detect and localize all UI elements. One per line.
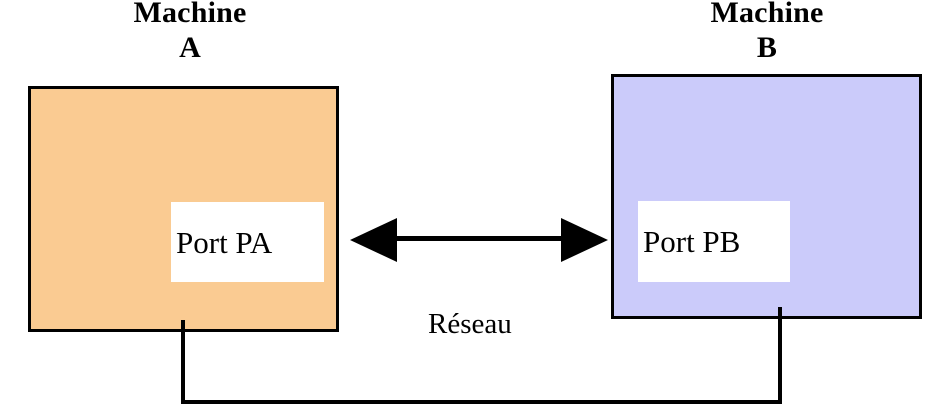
network-label: Réseau [428, 308, 512, 340]
machine-b-title-line2: B [756, 31, 778, 64]
bus-line-horizontal [181, 400, 782, 404]
port-pa-plaque: Port PA [171, 202, 324, 282]
machine-a-title-line1: Machine [133, 0, 247, 29]
machine-a-title-line2: A [179, 31, 201, 64]
double-headed-horizontal-arrow-icon [350, 218, 608, 262]
bus-line-right-vertical [778, 307, 782, 404]
port-pb-plaque: Port PB [638, 201, 790, 282]
port-pa-label: Port PA [176, 224, 273, 260]
machine-b-title-line1: Machine [710, 0, 824, 29]
bus-line-left-vertical [181, 320, 185, 404]
machine-b-box [611, 74, 922, 319]
port-pb-label: Port PB [643, 224, 741, 259]
